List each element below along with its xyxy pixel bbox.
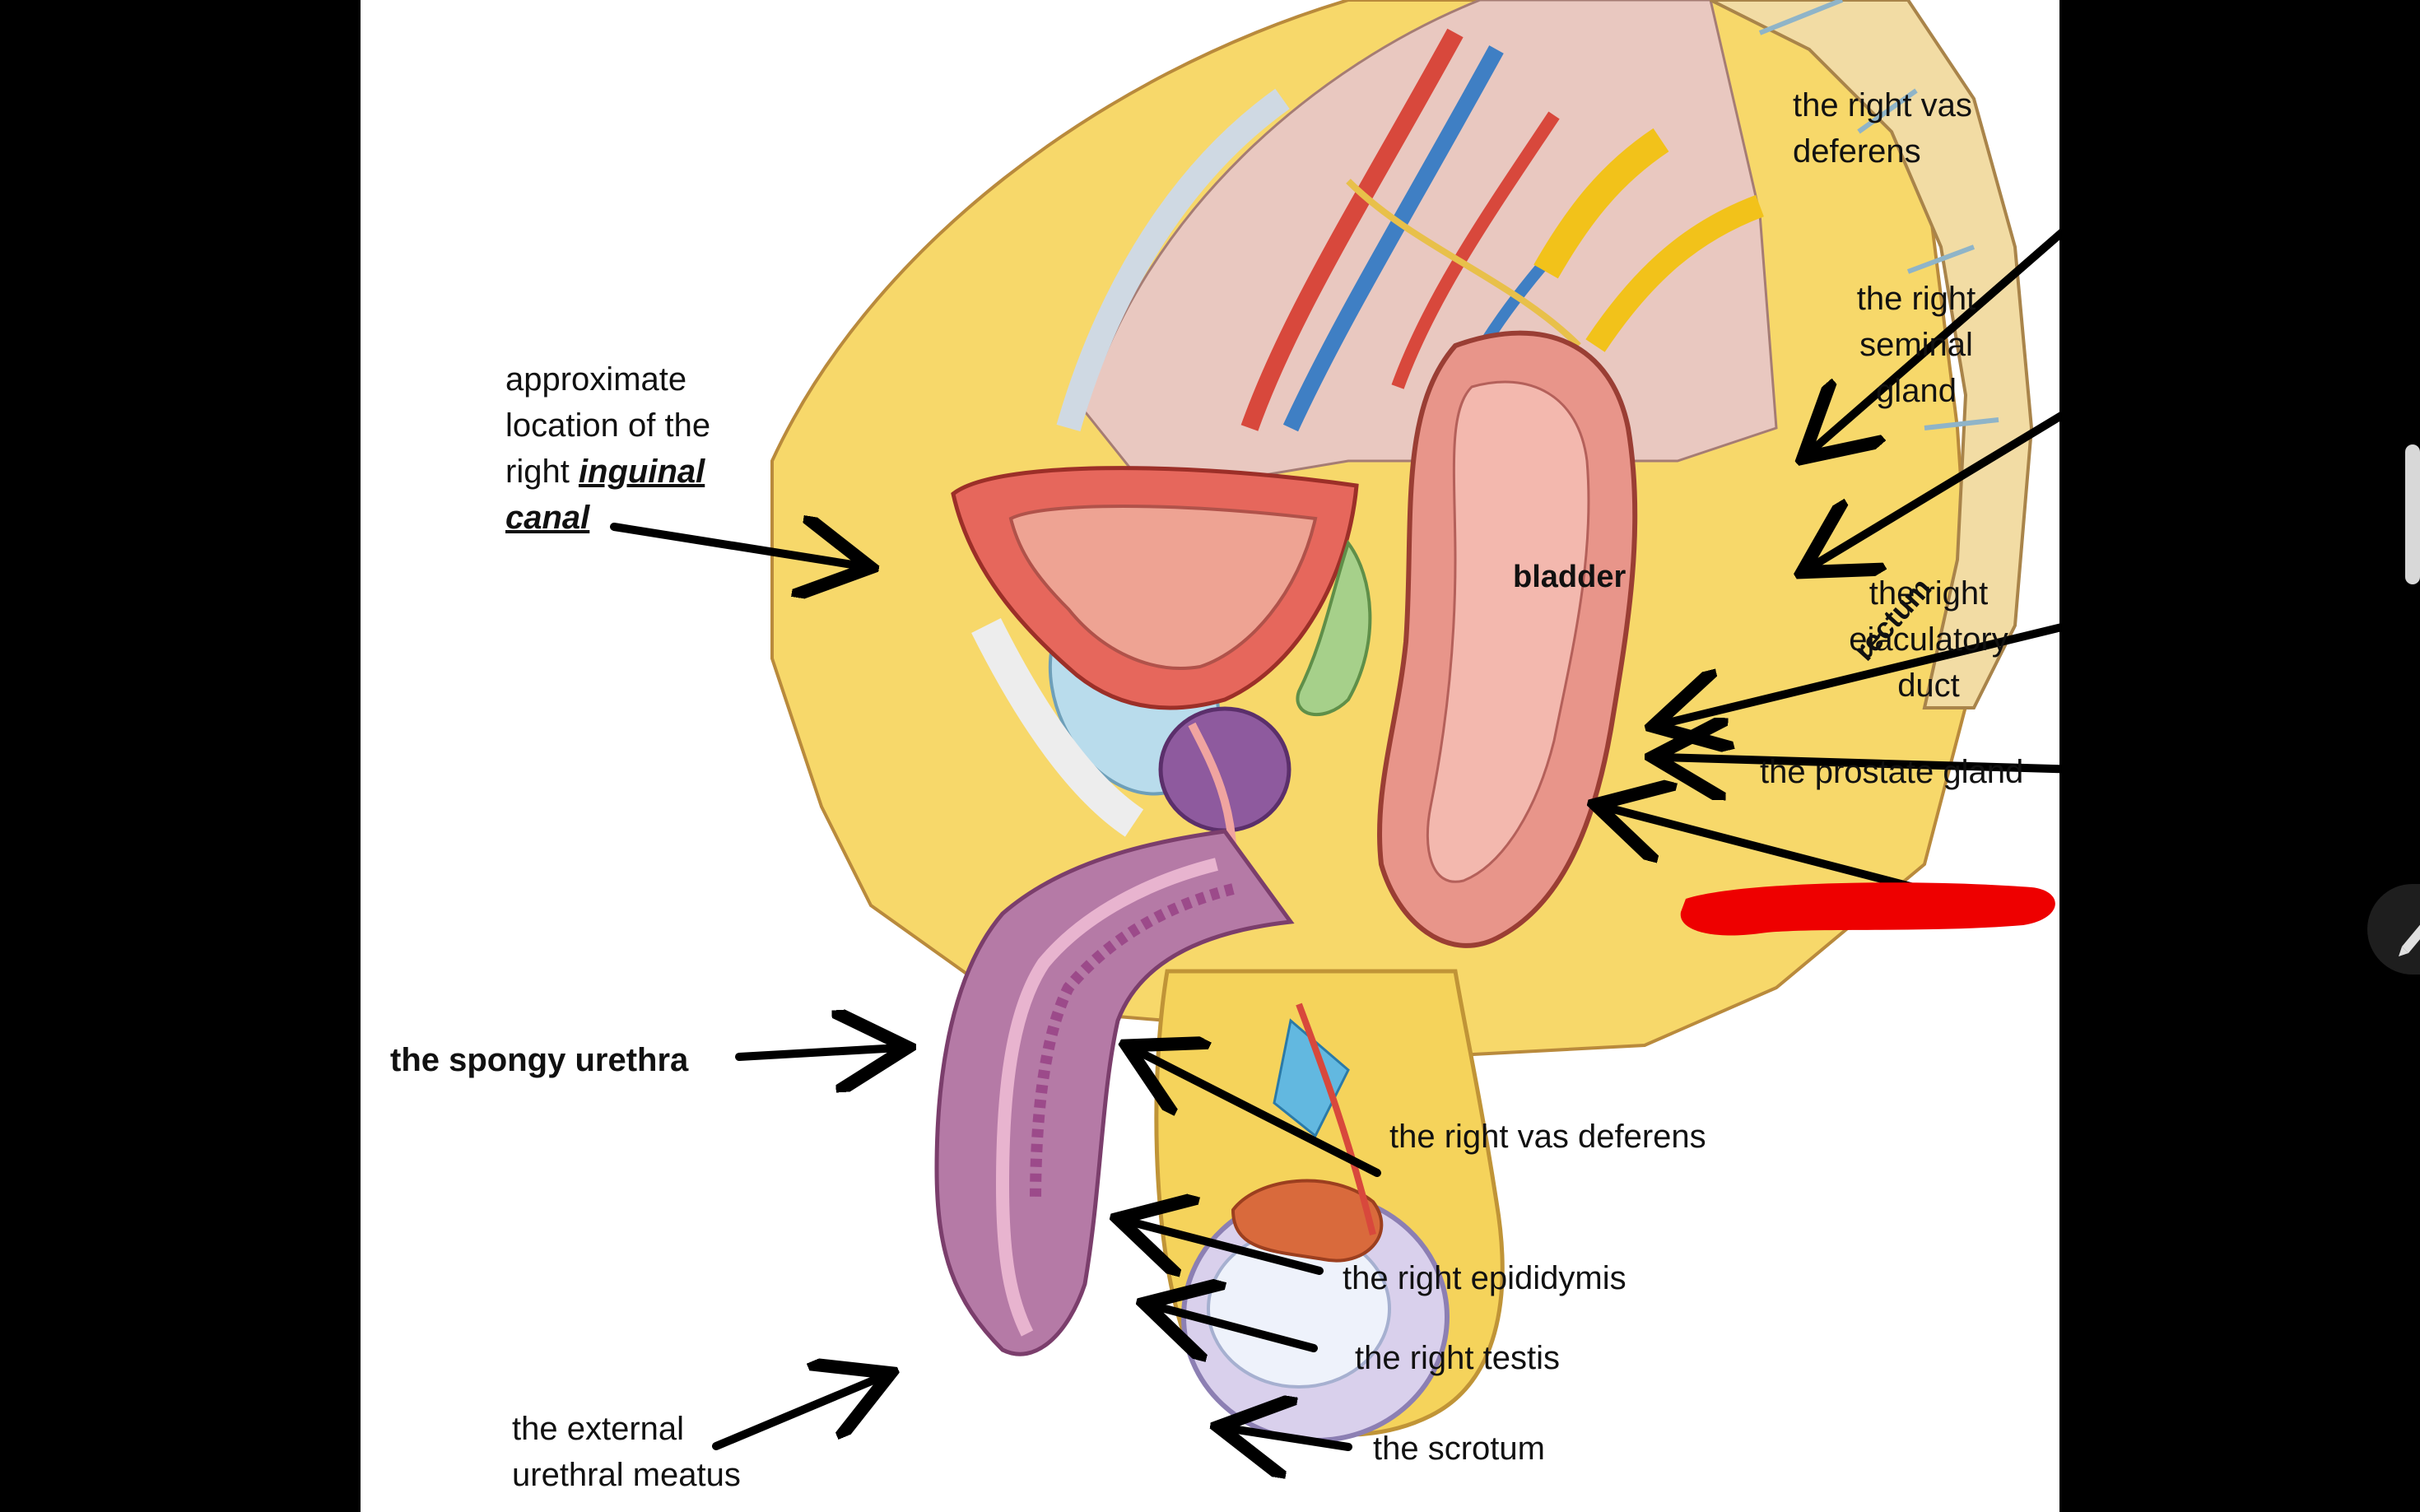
annotation-arrows	[610, 229, 2059, 1450]
arrow-inguinal	[610, 527, 863, 566]
label-line: deferens	[1793, 133, 1921, 170]
blood-vessels	[1240, 28, 1764, 432]
label-vas-deferens-lower: the right vas deferens	[1389, 1119, 1706, 1155]
arrow-ejaculatory-duct	[1661, 623, 2059, 724]
bladder	[951, 466, 1359, 710]
label-emphasis: inguinal	[578, 454, 705, 490]
label-line: the right	[1856, 281, 1976, 317]
label-spongy-urethra: the spongy urethra	[390, 1042, 689, 1078]
redaction-mark	[1680, 882, 2055, 936]
label-line: urethral meatus	[512, 1457, 741, 1493]
label-text: right	[505, 454, 579, 490]
pencil-icon[interactable]	[2367, 884, 2420, 975]
label-emphasis: canal	[505, 500, 590, 536]
label-line: location of the	[505, 407, 711, 444]
anatomy-illustration: bladder rectum	[610, 0, 2059, 1512]
label-line: approximate	[505, 361, 687, 398]
label-line: the right	[1869, 575, 1989, 612]
label-prostate: the prostate gland	[1760, 754, 2024, 790]
penis	[934, 829, 1295, 1356]
label-external-meatus: the external urethral meatus	[512, 1406, 741, 1498]
sacrum	[1710, 0, 2034, 709]
arrow-vas-deferens-lower	[1134, 1049, 1381, 1177]
label-line: duct	[1897, 668, 1960, 704]
arrow-seminal-gland	[1809, 412, 2059, 568]
label-line: the external	[512, 1411, 685, 1447]
arrow-scrotum	[1226, 1428, 1352, 1447]
arrow-epididymis	[1126, 1221, 1324, 1271]
arrow-external-meatus	[712, 1376, 883, 1450]
bladder-label: bladder	[1513, 560, 1626, 594]
label-line: right inguinal	[505, 449, 710, 495]
rectum	[1377, 330, 1638, 948]
diagram-slide: bladder rectum the right vas deferens th…	[361, 0, 2059, 1512]
arrow-vas-deferens-top	[1809, 229, 2059, 453]
label-inguinal-canal: approximate location of the right inguin…	[505, 356, 710, 541]
label-line: canal	[505, 495, 710, 541]
pencil-glyph	[2399, 924, 2420, 956]
label-scrotum: the scrotum	[1373, 1431, 1545, 1467]
label-vas-deferens-top: the right vas deferens	[1793, 82, 1972, 174]
label-testis: the right testis	[1355, 1340, 1561, 1376]
label-line: seminal	[1859, 327, 1973, 363]
label-line: gland	[1876, 373, 1957, 409]
arrow-prostate	[1661, 757, 2059, 770]
arrow-testis	[1152, 1305, 1318, 1348]
arrow-spongy-urethra	[735, 1048, 900, 1057]
scroll-handle-icon[interactable]	[2405, 444, 2420, 584]
seminal-gland	[1296, 539, 1372, 716]
label-epididymis: the right epididymis	[1343, 1260, 1627, 1296]
label-line: the right vas	[1793, 87, 1972, 123]
label-ejaculatory-duct: the right ejaculatory duct	[1834, 570, 2023, 709]
label-line: ejaculatory	[1849, 621, 2008, 658]
label-seminal-gland: the right seminal gland	[1842, 276, 1990, 414]
